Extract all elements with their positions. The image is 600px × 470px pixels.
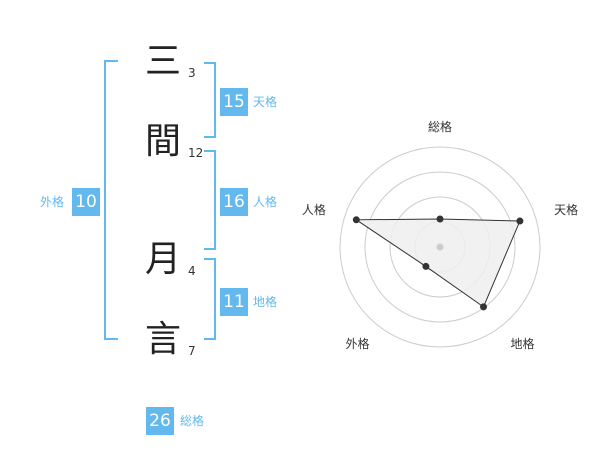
radar-axis-label-4: 外格 [345, 336, 369, 351]
name-char-3: 月 [144, 239, 181, 280]
stroke-count-1: 3 [188, 66, 196, 80]
radar-point-1 [436, 215, 444, 223]
tenkaku-bracket [204, 62, 216, 138]
radar-point-2 [516, 217, 524, 225]
chikaku-bracket [204, 258, 216, 340]
radar-center-dot [436, 243, 444, 251]
tenkaku-label: 天格 [253, 95, 278, 109]
jinkaku-bracket [204, 150, 216, 250]
name-char-1: 三 [144, 41, 181, 82]
name-char-2: 間 [144, 121, 181, 162]
radar-points [352, 215, 524, 311]
gaikaku-bracket [104, 60, 118, 340]
radar-axis-label-2: 天格 [554, 202, 578, 217]
stroke-count-2: 12 [188, 146, 204, 160]
radar-point-4 [422, 262, 430, 270]
radar-grid-ring [339, 146, 541, 348]
jinkaku-label: 人格 [253, 195, 278, 209]
radar-grid-ring [364, 171, 516, 323]
gaikaku-value: 10 [72, 188, 100, 216]
soukaku-value: 26 [146, 407, 174, 435]
stroke-count-3: 4 [188, 264, 196, 278]
name-char-4: 言 [144, 319, 181, 360]
soukaku-label: 総格 [180, 414, 205, 428]
radar-point-5 [352, 216, 360, 224]
chikaku-value: 11 [220, 288, 248, 316]
gaikaku-label: 外格 [40, 195, 65, 209]
radar-axis-label-5: 人格 [302, 202, 326, 217]
radar-axis-label-3: 地格 [511, 336, 535, 351]
radar-point-3 [479, 303, 487, 311]
stroke-count-4: 7 [188, 344, 196, 358]
radar-axis-label-1: 総格 [428, 119, 452, 134]
radar-polygon [354, 218, 521, 308]
jinkaku-value: 16 [220, 188, 248, 216]
tenkaku-value: 15 [220, 88, 248, 116]
chikaku-label: 地格 [253, 295, 278, 309]
